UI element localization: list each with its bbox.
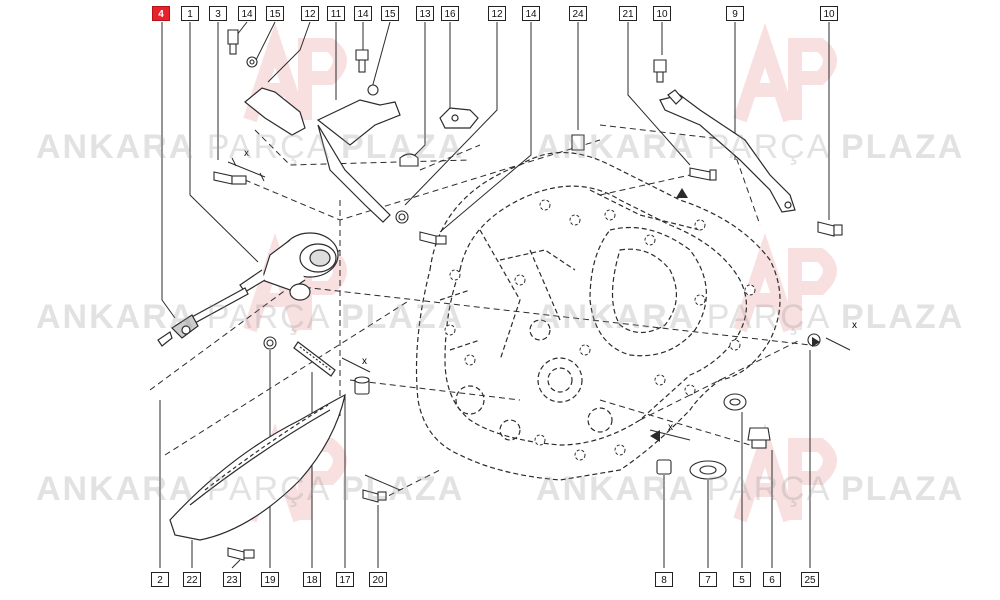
dimension-label-x: x <box>362 356 367 367</box>
callout-part-20[interactable]: 20 <box>369 572 387 587</box>
callout-part-11[interactable]: 11 <box>327 6 345 21</box>
callout-part-17[interactable]: 17 <box>336 572 354 587</box>
callout-part-18[interactable]: 18 <box>303 572 321 587</box>
callout-part-15[interactable]: 15 <box>266 6 284 21</box>
callout-part-8[interactable]: 8 <box>655 572 673 587</box>
callout-part-16[interactable]: 16 <box>441 6 459 21</box>
callout-part-14[interactable]: 14 <box>354 6 372 21</box>
dimension-label-x: x <box>244 148 249 159</box>
callout-part-2[interactable]: 2 <box>151 572 169 587</box>
callout-part-3[interactable]: 3 <box>209 6 227 21</box>
callout-part-1[interactable]: 1 <box>181 6 199 21</box>
callout-part-23[interactable]: 23 <box>223 572 241 587</box>
callout-part-21[interactable]: 21 <box>619 6 637 21</box>
dimension-label-x: x <box>668 422 673 433</box>
callout-part-5[interactable]: 5 <box>733 572 751 587</box>
callout-part-25[interactable]: 25 <box>801 572 819 587</box>
callout-part-14[interactable]: 14 <box>238 6 256 21</box>
callout-part-4[interactable]: 4 <box>152 6 170 21</box>
callout-part-24[interactable]: 24 <box>569 6 587 21</box>
callout-part-15[interactable]: 15 <box>381 6 399 21</box>
callout-part-22[interactable]: 22 <box>183 572 201 587</box>
callout-part-10[interactable]: 10 <box>653 6 671 21</box>
callout-part-7[interactable]: 7 <box>699 572 717 587</box>
callout-part-9[interactable]: 9 <box>726 6 744 21</box>
dimension-label-x: x <box>852 320 857 331</box>
callout-part-12[interactable]: 12 <box>301 6 319 21</box>
callout-part-13[interactable]: 13 <box>416 6 434 21</box>
callout-part-6[interactable]: 6 <box>763 572 781 587</box>
callout-part-14[interactable]: 14 <box>522 6 540 21</box>
callout-part-19[interactable]: 19 <box>261 572 279 587</box>
callout-part-10[interactable]: 10 <box>820 6 838 21</box>
callout-part-12[interactable]: 12 <box>488 6 506 21</box>
